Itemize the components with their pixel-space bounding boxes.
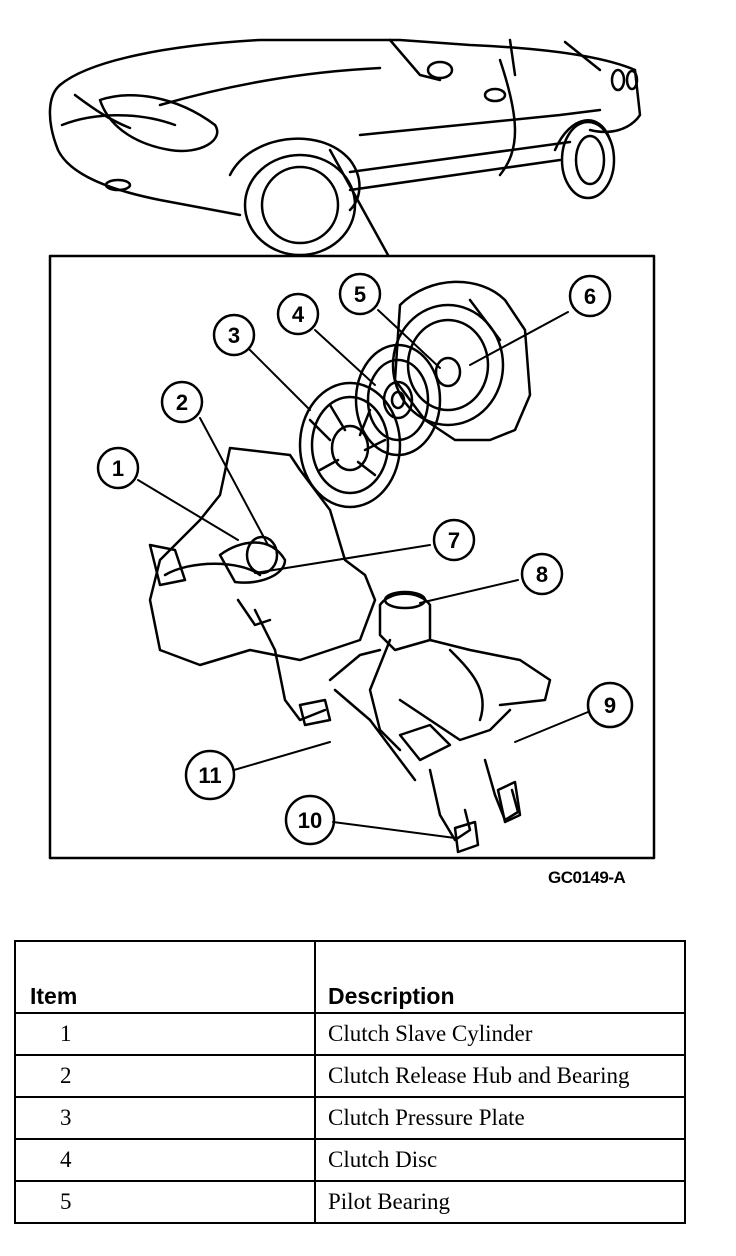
item-description: Clutch Disc xyxy=(314,1138,686,1182)
table-row: 1 Clutch Slave Cylinder xyxy=(14,1012,686,1056)
callout-1: 1 xyxy=(112,456,124,481)
callout-5-circle xyxy=(338,272,382,316)
item-description: Pilot Bearing xyxy=(314,1180,686,1224)
item-description: Clutch Pressure Plate xyxy=(314,1096,686,1140)
callout-2: 2 xyxy=(176,390,188,415)
legend-table: Item Description 1 Clutch Slave Cylinder… xyxy=(14,940,686,1224)
callout-2-circle xyxy=(160,380,204,424)
callout-1-circle xyxy=(96,446,140,490)
callout-3: 3 xyxy=(228,323,240,348)
table-row: 4 Clutch Disc xyxy=(14,1138,686,1182)
item-description: Clutch Slave Cylinder xyxy=(314,1012,686,1056)
figure-code: GC0149-A xyxy=(548,868,626,887)
flywheel-housing xyxy=(391,280,532,442)
callout-4: 4 xyxy=(292,302,305,327)
callout-4-circle xyxy=(276,292,320,336)
item-number: 4 xyxy=(14,1138,316,1182)
callout-10-circle xyxy=(284,794,336,846)
callout-3-circle xyxy=(212,313,256,357)
item-number: 3 xyxy=(14,1096,316,1140)
callout-6-circle xyxy=(568,274,612,318)
description-column-header: Description xyxy=(314,940,686,1014)
table-row: 5 Pilot Bearing xyxy=(14,1180,686,1224)
item-number: 5 xyxy=(14,1180,316,1224)
callout-5: 5 xyxy=(354,282,366,307)
callout-9: 9 xyxy=(604,693,616,718)
item-description: Clutch Release Hub and Bearing xyxy=(314,1054,686,1098)
callout-11: 11 xyxy=(198,763,221,788)
table-row: 3 Clutch Pressure Plate xyxy=(14,1096,686,1140)
inset-frame xyxy=(48,254,656,860)
callout-7-circle xyxy=(432,518,476,562)
item-number: 1 xyxy=(14,1012,316,1056)
leader-lines xyxy=(137,309,589,839)
callout-6: 6 xyxy=(584,284,596,309)
transmission xyxy=(148,446,377,722)
item-column-header: Item xyxy=(14,940,316,1014)
table-row: 2 Clutch Release Hub and Bearing xyxy=(14,1054,686,1098)
pedal-assembly xyxy=(298,590,552,854)
legend-header-row: Item Description xyxy=(14,940,686,1014)
callout-7: 7 xyxy=(448,528,460,553)
vehicle-outline xyxy=(48,38,642,257)
callout-10: 10 xyxy=(298,808,322,833)
callout-8: 8 xyxy=(536,562,548,587)
callout-9-circle xyxy=(586,681,634,729)
callout-8-circle xyxy=(520,552,564,596)
pressure-plate xyxy=(298,381,402,509)
exploded-diagram: 1 2 3 4 5 6 7 8 9 10 11 xyxy=(48,38,656,860)
callout-11-circle xyxy=(184,749,236,801)
callout-circles xyxy=(96,272,634,846)
clutch-disc xyxy=(354,343,442,457)
item-number: 2 xyxy=(14,1054,316,1098)
